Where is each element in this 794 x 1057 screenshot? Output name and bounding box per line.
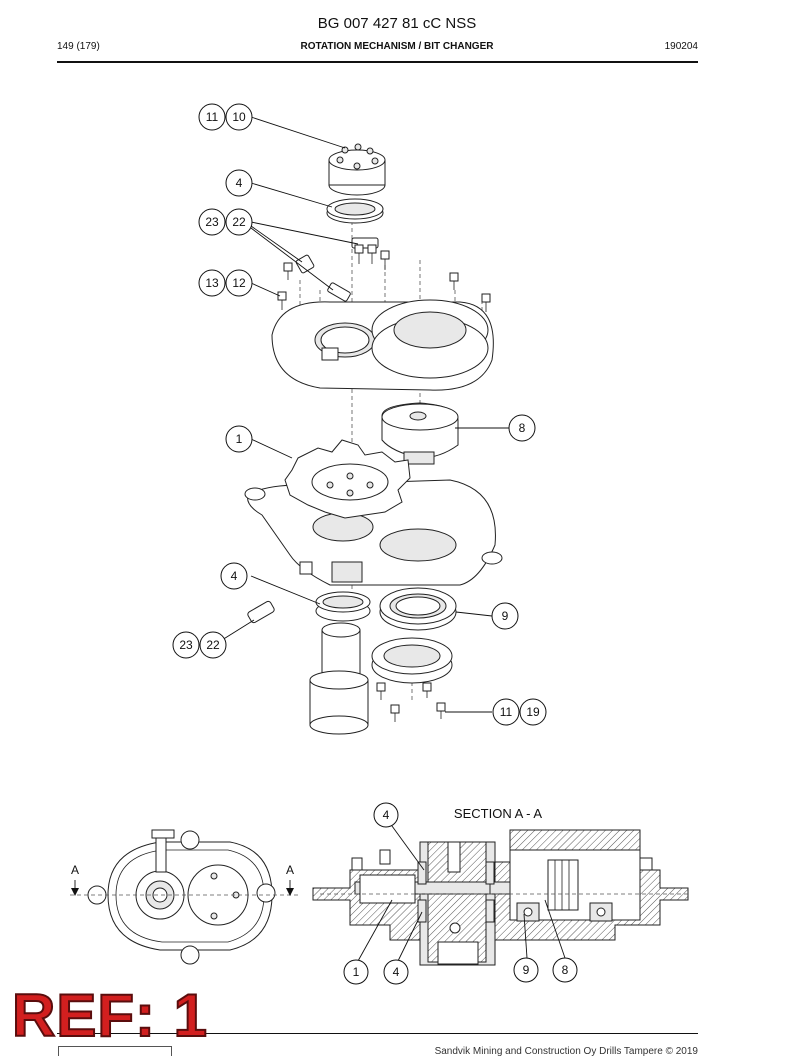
section-callout-4-bottom: 4: [383, 959, 409, 985]
seal-ring-upper: [326, 198, 384, 224]
header-rule: [57, 61, 698, 63]
svg-text:1: 1: [236, 432, 243, 446]
clamp-part-10: [328, 143, 386, 196]
callout-23-22-top: 23 22: [198, 208, 253, 236]
section-title: ROTATION MECHANISM / BIT CHANGER: [300, 41, 494, 52]
callout-13-12: 13 12: [198, 269, 253, 297]
ref-stamp: REF: 1: [11, 982, 209, 1049]
brand-logo: [58, 1046, 172, 1056]
shaft: [309, 622, 369, 735]
bearing-part-9: [379, 587, 457, 631]
page-number: 149 (179): [57, 41, 100, 52]
plan-view: A A: [70, 829, 298, 965]
callout-23-22-low: 23 22: [172, 631, 227, 659]
svg-text:8: 8: [519, 421, 526, 435]
svg-text:11: 11: [206, 110, 219, 124]
callout-11-19: 11 19: [492, 698, 547, 726]
callout-1: 1: [225, 425, 253, 453]
svg-text:22: 22: [232, 215, 246, 229]
svg-text:10: 10: [232, 110, 246, 124]
section-callout-8: 8: [552, 957, 578, 983]
svg-text:23: 23: [205, 215, 219, 229]
document-date: 190204: [664, 41, 698, 52]
callout-4-mid: 4: [220, 562, 248, 590]
section-callout-9: 9: [513, 957, 539, 983]
seal-ring-lower: [247, 591, 371, 624]
gear-housing: [244, 439, 503, 586]
section-callout-1: 1: [343, 959, 369, 985]
section-callout-4-top: 4: [373, 802, 399, 828]
svg-text:13: 13: [205, 276, 219, 290]
callout-8: 8: [508, 414, 536, 442]
document-code: BG 007 427 81 cC NSS: [317, 15, 477, 32]
svg-text:4: 4: [393, 965, 400, 979]
footer-rule: [57, 1033, 698, 1034]
svg-text:4: 4: [383, 808, 390, 822]
svg-text:9: 9: [502, 609, 509, 623]
section-title-label: SECTION A - A: [454, 806, 542, 821]
svg-text:4: 4: [231, 569, 238, 583]
callout-11-10: 11 10: [198, 103, 253, 131]
section-a-a-view: SECTION A - A: [312, 806, 690, 966]
section-marker-right: A: [286, 863, 294, 877]
svg-text:9: 9: [523, 963, 530, 977]
svg-text:11: 11: [500, 705, 513, 719]
svg-text:8: 8: [562, 963, 569, 977]
callout-4-top: 4: [225, 169, 253, 197]
svg-text:1: 1: [353, 965, 360, 979]
fittings-upper: [295, 237, 379, 302]
callout-9: 9: [491, 602, 519, 630]
svg-text:23: 23: [179, 638, 193, 652]
lower-flange: [371, 637, 453, 722]
pinion-drive-part-8: [381, 402, 459, 465]
svg-text:22: 22: [206, 638, 220, 652]
svg-text:12: 12: [232, 276, 246, 290]
svg-text:4: 4: [236, 176, 243, 190]
section-marker-left: A: [71, 863, 79, 877]
footer-copyright: Sandvik Mining and Construction Oy Drill…: [434, 1046, 698, 1057]
cover-plate: [271, 299, 494, 391]
svg-text:19: 19: [526, 705, 540, 719]
